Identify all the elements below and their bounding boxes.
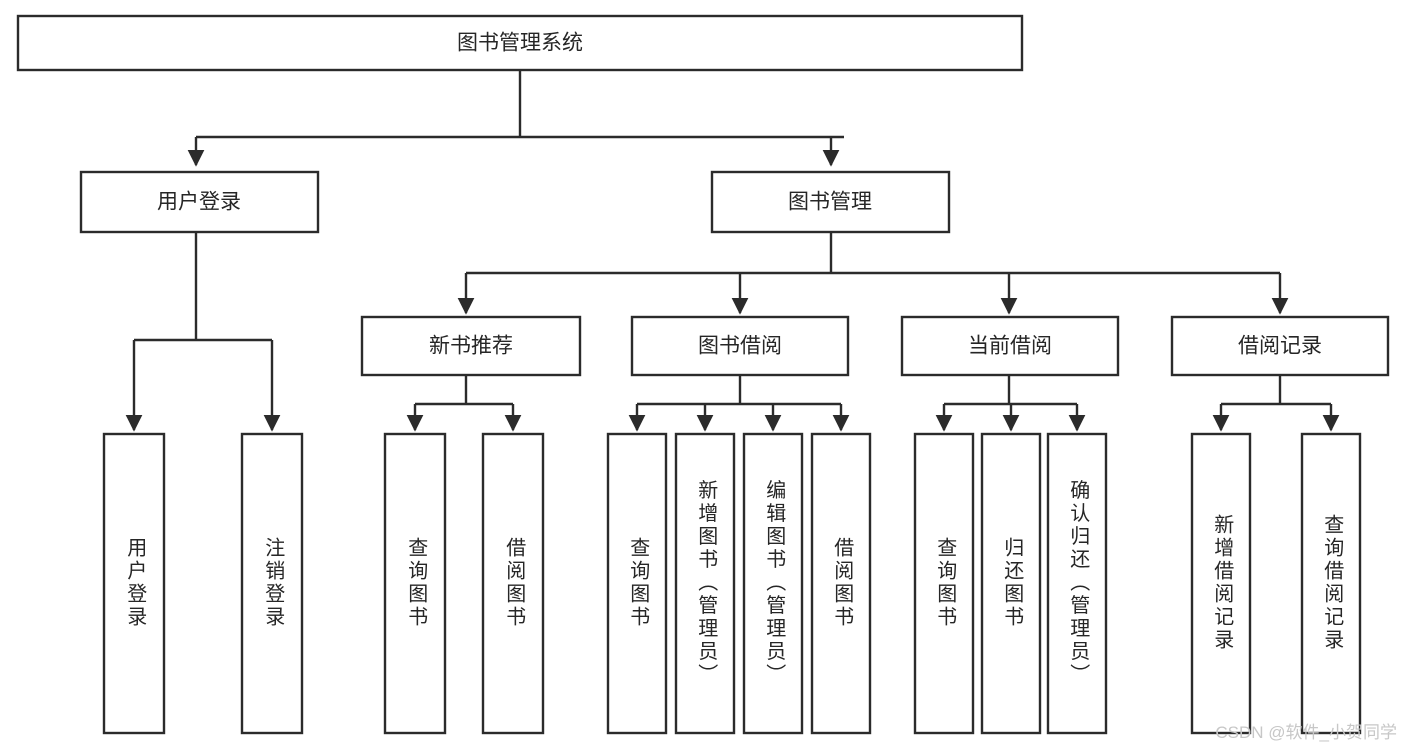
node-leaf-add-book[interactable]: 新增图书（管理员） <box>674 432 736 735</box>
node-current-borrow[interactable]: 当前借阅 <box>900 315 1120 377</box>
node-leaf-user-login-box[interactable] <box>102 432 166 735</box>
node-root[interactable]: 图书管理系统 <box>16 14 1024 72</box>
node-leaf-query-record-label: 查询借阅记录 <box>1321 514 1344 652</box>
node-leaf-confirm-return-label: 确认归还（管理员） <box>1067 479 1090 686</box>
node-book-manage-label: 图书管理 <box>788 191 872 214</box>
node-leaf-query-book-1[interactable]: 查询图书 <box>383 432 447 735</box>
node-new-book-rec[interactable]: 新书推荐 <box>360 315 582 377</box>
node-leaf-query-record-box[interactable] <box>1300 432 1362 735</box>
node-leaf-edit-book-label: 编辑图书（管理员） <box>763 479 786 686</box>
node-leaf-confirm-return[interactable]: 确认归还（管理员） <box>1046 432 1108 735</box>
node-user-login-box[interactable] <box>79 170 320 234</box>
node-leaf-borrow-book-2[interactable]: 借阅图书 <box>810 432 872 735</box>
connector-group <box>125 70 1340 432</box>
node-root-box[interactable] <box>16 14 1024 72</box>
node-new-book-rec-box[interactable] <box>360 315 582 377</box>
node-leaf-add-book-label: 新增图书（管理员） <box>695 479 718 686</box>
node-user-login-label: 用户登录 <box>157 191 241 214</box>
node-new-book-rec-label: 新书推荐 <box>429 335 513 358</box>
node-leaf-borrow-book-1-box[interactable] <box>481 432 545 735</box>
node-book-borrow[interactable]: 图书借阅 <box>630 315 850 377</box>
node-current-borrow-box[interactable] <box>900 315 1120 377</box>
node-root-label: 图书管理系统 <box>457 32 583 55</box>
node-leaf-borrow-book-1[interactable]: 借阅图书 <box>481 432 545 735</box>
node-leaf-add-book-box[interactable] <box>674 432 736 735</box>
node-leaf-return-book-box[interactable] <box>980 432 1042 735</box>
node-current-borrow-label: 当前借阅 <box>968 335 1052 358</box>
node-leaf-borrow-book-1-label: 借阅图书 <box>503 537 526 629</box>
node-leaf-confirm-return-box[interactable] <box>1046 432 1108 735</box>
node-book-manage[interactable]: 图书管理 <box>710 170 951 234</box>
node-book-borrow-label: 图书借阅 <box>698 335 782 358</box>
node-leaf-logout-login[interactable]: 注销登录 <box>240 432 304 735</box>
node-borrow-record-box[interactable] <box>1170 315 1390 377</box>
node-leaf-query-book-1-label: 查询图书 <box>405 537 428 629</box>
node-leaf-edit-book[interactable]: 编辑图书（管理员） <box>742 432 804 735</box>
node-leaf-query-book-1-box[interactable] <box>383 432 447 735</box>
node-leaf-add-record[interactable]: 新增借阅记录 <box>1190 432 1252 735</box>
node-leaf-add-record-box[interactable] <box>1190 432 1252 735</box>
node-leaf-logout-login-label: 注销登录 <box>262 537 285 629</box>
node-leaf-borrow-book-2-label: 借阅图书 <box>831 537 854 629</box>
node-leaf-return-book-label: 归还图书 <box>1001 537 1024 629</box>
node-leaf-query-book-3[interactable]: 查询图书 <box>913 432 975 735</box>
node-leaf-query-book-3-box[interactable] <box>913 432 975 735</box>
node-leaf-query-book-3-label: 查询图书 <box>934 537 957 629</box>
node-borrow-record[interactable]: 借阅记录 <box>1170 315 1390 377</box>
node-book-borrow-box[interactable] <box>630 315 850 377</box>
node-leaf-return-book[interactable]: 归还图书 <box>980 432 1042 735</box>
node-leaf-user-login-label: 用户登录 <box>124 537 147 629</box>
node-leaf-add-record-label: 新增借阅记录 <box>1211 514 1234 652</box>
node-leaf-query-book-2-box[interactable] <box>606 432 668 735</box>
node-borrow-record-label: 借阅记录 <box>1238 335 1322 358</box>
node-book-manage-box[interactable] <box>710 170 951 234</box>
node-leaf-logout-login-box[interactable] <box>240 432 304 735</box>
node-leaf-query-record[interactable]: 查询借阅记录 <box>1300 432 1362 735</box>
node-leaf-borrow-book-2-box[interactable] <box>810 432 872 735</box>
node-leaf-user-login[interactable]: 用户登录 <box>102 432 166 735</box>
node-user-login[interactable]: 用户登录 <box>79 170 320 234</box>
node-leaf-query-book-2-label: 查询图书 <box>627 537 650 629</box>
node-leaf-edit-book-box[interactable] <box>742 432 804 735</box>
node-leaf-query-book-2[interactable]: 查询图书 <box>606 432 668 735</box>
